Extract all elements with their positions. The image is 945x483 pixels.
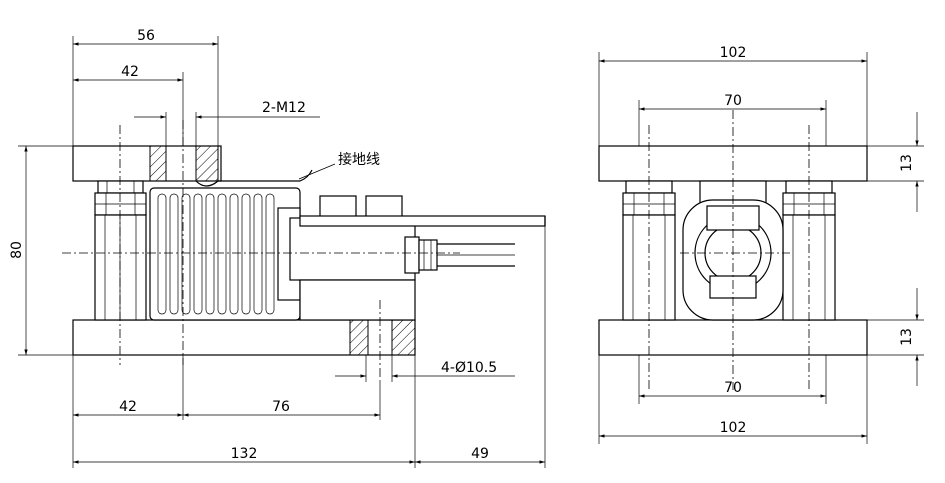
dim-side-bot-width: 102 bbox=[720, 420, 747, 436]
dim-base-total: 132 bbox=[231, 446, 258, 462]
label-ground-wire: 接地线 bbox=[338, 151, 380, 168]
dim-bolt-offset: 42 bbox=[121, 64, 139, 80]
front-dimensions bbox=[18, 36, 546, 468]
dim-plate-top: 13 bbox=[899, 154, 915, 172]
dim-cable-ext: 49 bbox=[471, 446, 489, 462]
dim-base-left: 42 bbox=[119, 399, 137, 415]
dim-side-top-bolts: 70 bbox=[724, 93, 742, 109]
bellows bbox=[157, 193, 275, 315]
dim-side-top-width: 102 bbox=[720, 45, 747, 61]
dim-top-width: 56 bbox=[137, 28, 155, 44]
bracket-arm bbox=[299, 215, 546, 227]
dim-height: 80 bbox=[9, 241, 25, 259]
side-dimensions bbox=[598, 52, 924, 444]
side-view bbox=[598, 110, 868, 390]
left-bolt-stack bbox=[94, 180, 147, 321]
dim-side-bot-bolts: 70 bbox=[724, 380, 742, 396]
front-view bbox=[62, 120, 546, 380]
dim-base-mid: 76 bbox=[272, 399, 290, 415]
dim-plate-bottom: 13 bbox=[899, 328, 915, 346]
ground-wire bbox=[218, 169, 313, 182]
dim-thread: 2-M12 bbox=[262, 100, 306, 116]
dim-hole: 4-Ø10.5 bbox=[441, 360, 497, 376]
